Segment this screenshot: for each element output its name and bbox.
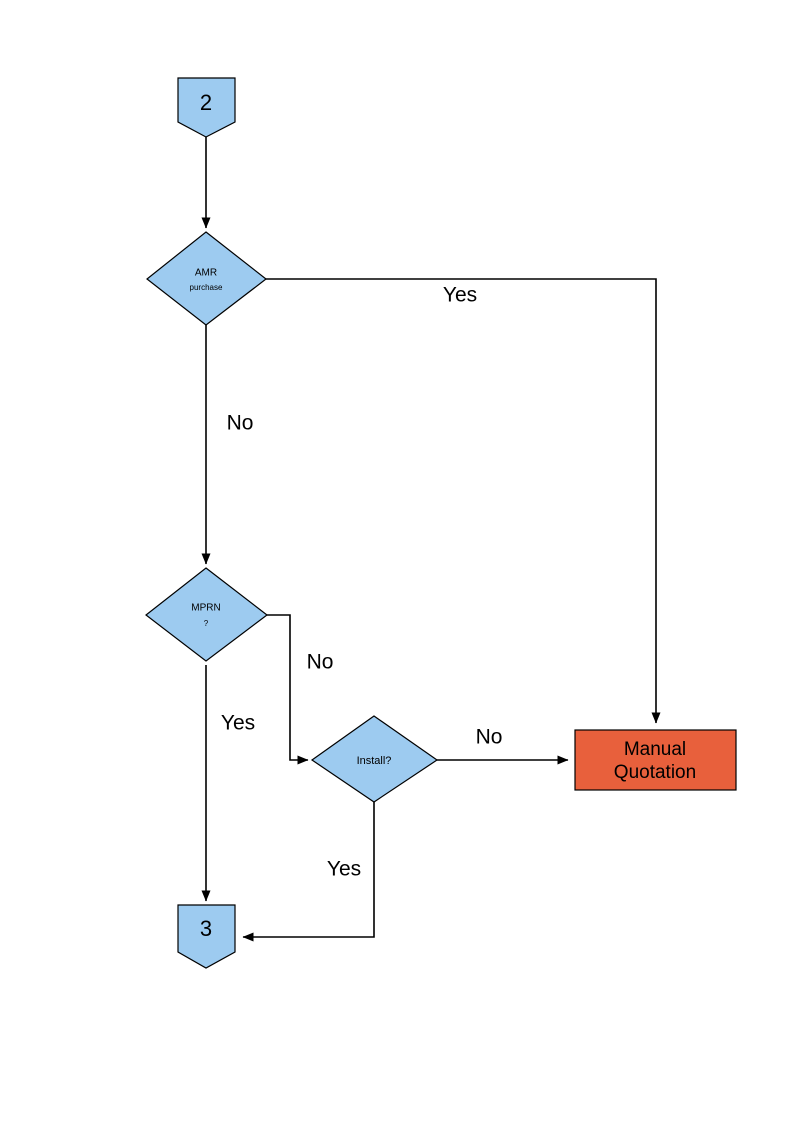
node-decision-install[interactable]: Install?	[310, 715, 439, 803]
edge-mprn-yes-to-connector3: Yes	[201, 665, 255, 902]
edge-label-amr-yes: Yes	[443, 284, 477, 307]
decision-mprn-shape[interactable]	[145, 567, 268, 662]
manual-quotation-label-line2: Quotation	[614, 762, 696, 783]
edge-install-yes-to-connector3: Yes	[242, 799, 375, 942]
edge-amr-yes-to-manual-quotation: Yes	[266, 278, 661, 724]
decision-amr-shape[interactable]	[146, 231, 267, 326]
edge-line-install-yes	[242, 799, 375, 942]
edge-label-amr-no: No	[227, 412, 254, 435]
edge-label-install-yes: Yes	[327, 858, 361, 881]
node-decision-amr-purchase[interactable]: AMR purchase	[146, 231, 267, 326]
decision-install-shape[interactable]	[310, 715, 439, 803]
edge-mprn-no-to-install: No	[267, 614, 334, 765]
edge-line-mprn-no	[267, 614, 309, 765]
connector-2-label: 2	[200, 90, 212, 115]
manual-quotation-label-line1: Manual	[624, 739, 686, 760]
node-connector-3[interactable]: 3	[177, 904, 236, 969]
edge-label-mprn-no: No	[307, 651, 334, 674]
edge-amr-no-to-mprn: No	[201, 325, 254, 565]
node-connector-2[interactable]: 2	[177, 77, 236, 138]
decision-amr-label-line2: purchase	[190, 283, 223, 292]
edge-label-mprn-yes: Yes	[221, 712, 255, 735]
decision-install-label: Install?	[357, 755, 392, 767]
node-decision-mprn[interactable]: MPRN ?	[145, 567, 268, 662]
connector-2-shape[interactable]	[177, 77, 236, 138]
edge-label-install-no: No	[476, 726, 503, 749]
decision-mprn-label-line2: ?	[204, 619, 209, 628]
connector-3-shape[interactable]	[177, 904, 236, 969]
decision-amr-label-line1: AMR	[195, 268, 217, 279]
node-process-manual-quotation[interactable]: Manual Quotation	[574, 729, 737, 791]
decision-mprn-label-line1: MPRN	[191, 603, 220, 614]
edge-install-no-to-manual-quotation: No	[437, 726, 569, 765]
edge-line-amr-yes	[266, 278, 661, 724]
connector-3-label: 3	[200, 916, 212, 941]
manual-quotation-shape[interactable]	[574, 729, 737, 791]
